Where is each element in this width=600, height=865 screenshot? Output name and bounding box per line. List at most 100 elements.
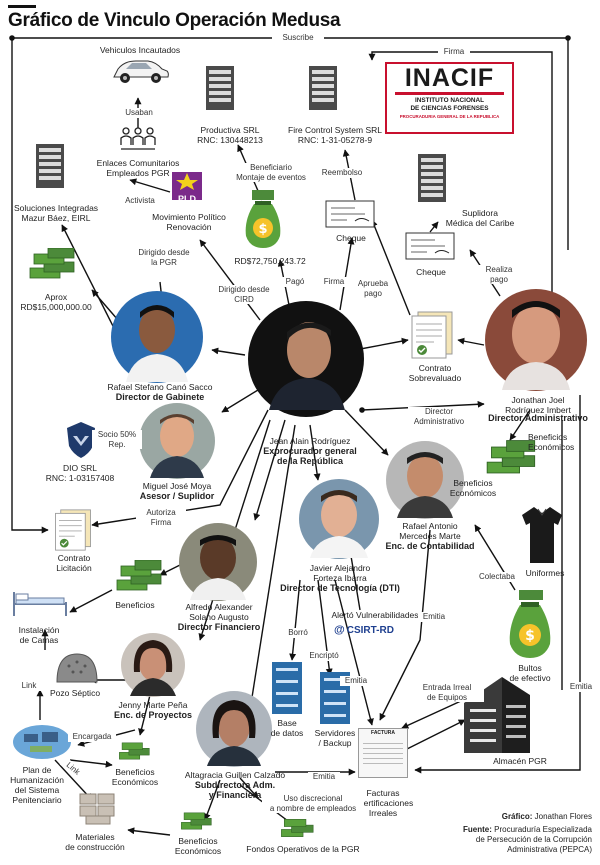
- edge-label-dirigido-pgr: Dirigido desde la PGR: [132, 248, 196, 267]
- edge-label-suscribe: Suscribe: [272, 33, 324, 43]
- edge-label-director-admin: Director Administrativo: [408, 407, 470, 426]
- edge-label-encargada: Encargada: [68, 732, 116, 742]
- edge-rafael-aprox: [91, 289, 119, 321]
- label-vehiculos: Vehiculos Incautados: [99, 45, 181, 55]
- credits-fuente-label: Fuente:: [463, 825, 492, 834]
- label-bultos: Bultos de efectivo: [509, 663, 551, 683]
- inacif-logo-text: INACIF: [404, 64, 495, 92]
- edge-plan-beneficios: [69, 759, 113, 768]
- label-monto: RD$72,750,243.72: [234, 256, 306, 266]
- inacif-logo-line2: DE CIENCIAS FORENSES: [410, 105, 489, 112]
- credits-grafico: Gráfico: Jonathan Flores: [430, 812, 592, 822]
- portrait-jean-alain: [248, 301, 364, 417]
- label-enlaces: Enlaces Comunitarios Empleados PGR: [96, 158, 180, 178]
- page-title: Gráfico de Vinculo Operación Medusa: [8, 10, 341, 31]
- edge-label-emitia-bottom: Emitia: [308, 772, 340, 782]
- edge-label-socio: Socio 50% Rep.: [92, 430, 142, 449]
- edge-beneficios-camas: [69, 589, 113, 613]
- edge-movimiento-enlaces: [129, 178, 171, 193]
- edge-jean-javier: [309, 424, 321, 481]
- edge-rafael-soluciones: [61, 224, 121, 341]
- label-cheque1: Cheque: [336, 233, 366, 243]
- credits-grafico-value: Jonathan Flores: [534, 812, 592, 821]
- label-alerto: Alertó Vulnerabilidades: [331, 610, 419, 620]
- label-alfredo-role: Director Financiero: [177, 622, 261, 632]
- building-icon-soluciones: [36, 144, 64, 188]
- portrait-miguel: [139, 403, 215, 479]
- money-stack-icon-fondos: [281, 819, 314, 837]
- people-group-icon: [120, 127, 156, 150]
- portrait-javier: [299, 479, 379, 559]
- label-jenny-role: Enc. de Proyectos: [113, 710, 193, 720]
- edge-label-encripto: Encriptó: [305, 651, 343, 661]
- portrait-rafael-mercedes: [386, 441, 464, 519]
- car-icon: [113, 60, 169, 83]
- edge-right-emitia: [414, 395, 581, 774]
- edge-label-beneficiario: Beneficiario Montaje de eventos: [228, 163, 314, 182]
- label-contrato-sobre: Contrato Sobrevaluado: [408, 363, 462, 383]
- edge-left-frame: [11, 38, 49, 534]
- pld-star-icon: [176, 173, 198, 190]
- portrait-rafael-cano: [111, 291, 203, 383]
- label-fondos: Fondos Operativos de la PGR: [246, 844, 360, 854]
- label-firecontrol: Fire Control System SRL RNC: 1-31-05278-…: [288, 125, 382, 145]
- prison-aerial-icon: [13, 725, 71, 759]
- cheque-icon-1: [325, 200, 375, 228]
- edge-jonathan-contrato: [457, 337, 485, 346]
- portrait-altagracia: [196, 691, 272, 767]
- label-jean-role: Exprocurador general de la República: [263, 446, 357, 466]
- cheque-icon-2: [405, 232, 455, 260]
- edge-label-firma-mid: Firma: [320, 277, 348, 287]
- label-altagracia-role: Subdirectora Adm. y Financiera: [194, 780, 276, 800]
- portrait-alfredo: [179, 523, 257, 601]
- edge-jonathan-beneficios: [509, 409, 531, 441]
- inacif-logo-line3: PROCURADURIA GENERAL DE LA REPUBLICA: [399, 114, 500, 119]
- label-jean-name: Jean Alain Rodríguez: [269, 436, 351, 446]
- edge-jenny-beneficios: [138, 694, 151, 736]
- edge-label-emitia-mid: Emitia: [340, 676, 372, 686]
- edge-label-usaban: Usaban: [120, 108, 158, 118]
- edge-jean-alfredo: [253, 419, 286, 521]
- money-bag-icon-bultos: $: [509, 590, 551, 658]
- edge-jean-contrato: [354, 337, 409, 351]
- label-contrato-lic: Contrato Licitación: [56, 553, 92, 573]
- edge-label-link-top: Link: [16, 681, 42, 691]
- label-jonathan-name: Jonathan Joel Rodríguez Imbert: [505, 395, 571, 415]
- invoice-document-lines: [363, 739, 403, 765]
- edge-link-bottom: [54, 759, 93, 801]
- edge-jean-rafael: [211, 347, 246, 356]
- money-stack-icon-bottom: [181, 812, 212, 830]
- edge-label-realiza: Realiza pago: [478, 265, 520, 284]
- building-icon-suplidora: [418, 154, 446, 202]
- edge-jean-rafael2: [344, 409, 389, 456]
- edge-facturas-almacen: [404, 719, 466, 751]
- edge-label-dirigido-cird: Dirigido desde CIRD: [212, 285, 276, 304]
- edge-label-autoriza: Autoriza Firma: [136, 508, 186, 527]
- label-rafael2-role: Enc. de Contabilidad: [385, 541, 475, 551]
- credits-fuente-value: Procuraduría Especializada de Persecució…: [475, 825, 592, 854]
- portrait-jonathan: [485, 289, 587, 391]
- label-beneficios-jenny: Beneficios Económicos: [111, 767, 159, 787]
- edge-jean-movimiento: [199, 239, 261, 321]
- label-beneficios-alfredo: Beneficios: [115, 600, 155, 610]
- label-soluciones: Soluciones Integradas Mazur Báez, EIRL: [13, 203, 99, 223]
- edge-label-borro: Borró: [284, 628, 312, 638]
- label-miguel-name: Miguel José Moya: [142, 481, 212, 491]
- label-suplidora: Suplidora Médica del Caribe: [445, 208, 515, 228]
- shield-icon: [67, 422, 95, 458]
- money-bag-icon-pago: $: [245, 190, 281, 248]
- label-plan: Plan de Humanización del Sistema Peniten…: [10, 765, 64, 805]
- edge-javier-facturas: [334, 579, 374, 726]
- inacif-logo: INACIF INSTITUTO NACIONAL DE CIENCIAS FO…: [385, 62, 514, 134]
- csirt-logo-text: CSIRT-RD: [346, 625, 394, 636]
- title-accent-bar: [8, 5, 36, 8]
- database-icon: [272, 662, 302, 714]
- invoice-document-icon: FACTURA: [358, 728, 408, 778]
- money-stack-icon-jonathan: [486, 440, 536, 474]
- label-beneficios-rafael2: Beneficios Económicos: [449, 478, 497, 498]
- warehouse-building-icon: [464, 677, 530, 753]
- edge-label-emitia-right: Emitia: [418, 612, 450, 622]
- edge-label-entrada: Entrada Irreal de Equipos: [410, 683, 484, 702]
- money-stack-icon-jenny: [119, 742, 150, 760]
- edge-label-aprueba: Aprueba pago: [352, 279, 394, 298]
